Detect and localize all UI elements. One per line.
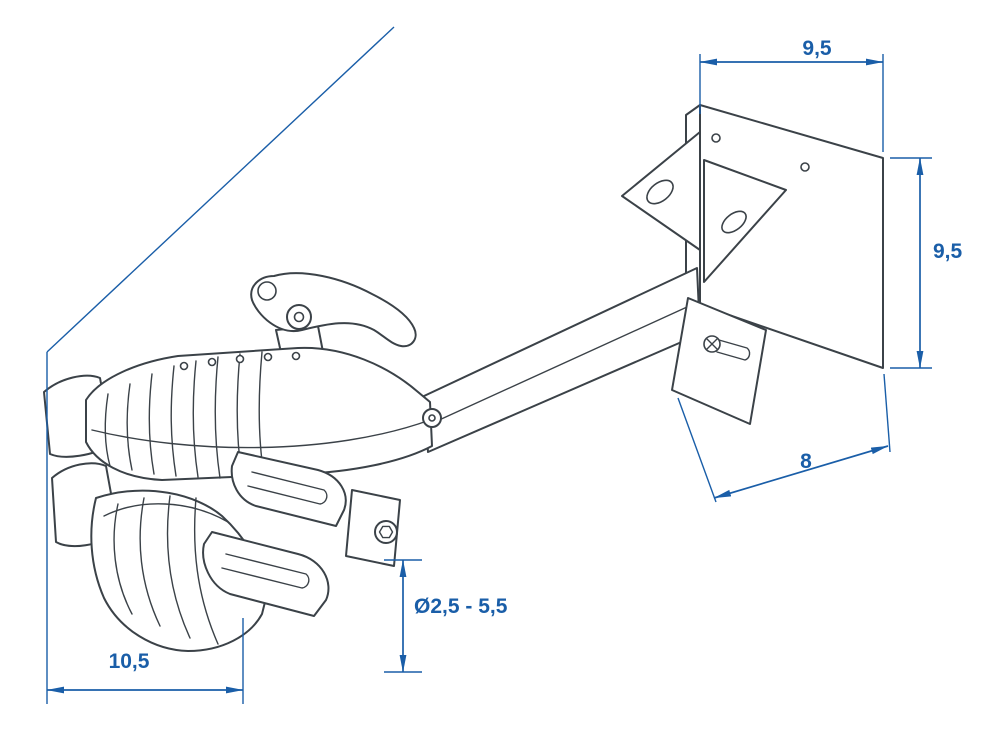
jaw-prong-slot (221, 553, 310, 589)
body-bolt (207, 357, 217, 367)
jaw-prong-upper (230, 451, 347, 527)
extension-line (883, 373, 891, 453)
dim-label-bracket-height: 9,5 (933, 240, 963, 263)
body-contour-line (91, 419, 431, 449)
dim-label-bracket-depth: 8 (800, 450, 812, 473)
lever-knob (257, 281, 277, 301)
dim-bracket-depth-line (713, 445, 889, 499)
body-bolt (291, 351, 301, 361)
projection-line (46, 26, 395, 353)
body-bolt (263, 352, 273, 362)
screw-hole (711, 133, 721, 143)
shell-rib (113, 503, 133, 615)
clamp-lever (250, 272, 417, 348)
hex-bolt (374, 520, 398, 544)
lever-pivot-axle (293, 311, 305, 323)
arm-edge-line (425, 301, 699, 427)
jaw-prong-slot (247, 471, 328, 505)
dim-label-clamp-capacity: Ø2,5 - 5,5 (414, 595, 508, 618)
support-arm (423, 267, 701, 453)
extension-line (677, 397, 717, 503)
body-bolt (235, 354, 245, 364)
body-bolt (179, 361, 189, 371)
clamp-fin (148, 373, 155, 475)
clamp-fin (104, 393, 111, 467)
mounting-flange (671, 297, 767, 425)
shell-rib (139, 497, 161, 627)
wall-mount-repair-stand (43, 104, 884, 652)
hex-bolt-head (378, 525, 394, 539)
keyhole-slot (716, 339, 751, 361)
screw-cross-slot (706, 338, 718, 350)
lower-shell (90, 489, 269, 652)
clamp-fin (170, 365, 177, 477)
gusset-hole (721, 210, 747, 234)
dimension-annotations: 9,5 9,5 8 Ø2,5 - 5,5 10,5 (46, 26, 963, 704)
dim-label-clamp-width: 10,5 (109, 650, 150, 673)
dim-label-bracket-width: 9,5 (802, 37, 832, 60)
mount-bracket-plate (345, 489, 401, 567)
arm-pivot-axle (428, 414, 436, 422)
screw-hole (800, 162, 810, 172)
clamp-fin (214, 356, 221, 479)
jaw-prong-lower (202, 531, 330, 617)
gusset-hole (646, 179, 674, 205)
clamp-fin (126, 383, 133, 471)
shell-rib (193, 497, 219, 645)
shell-rib (166, 495, 191, 639)
clamp-fin (192, 360, 199, 478)
